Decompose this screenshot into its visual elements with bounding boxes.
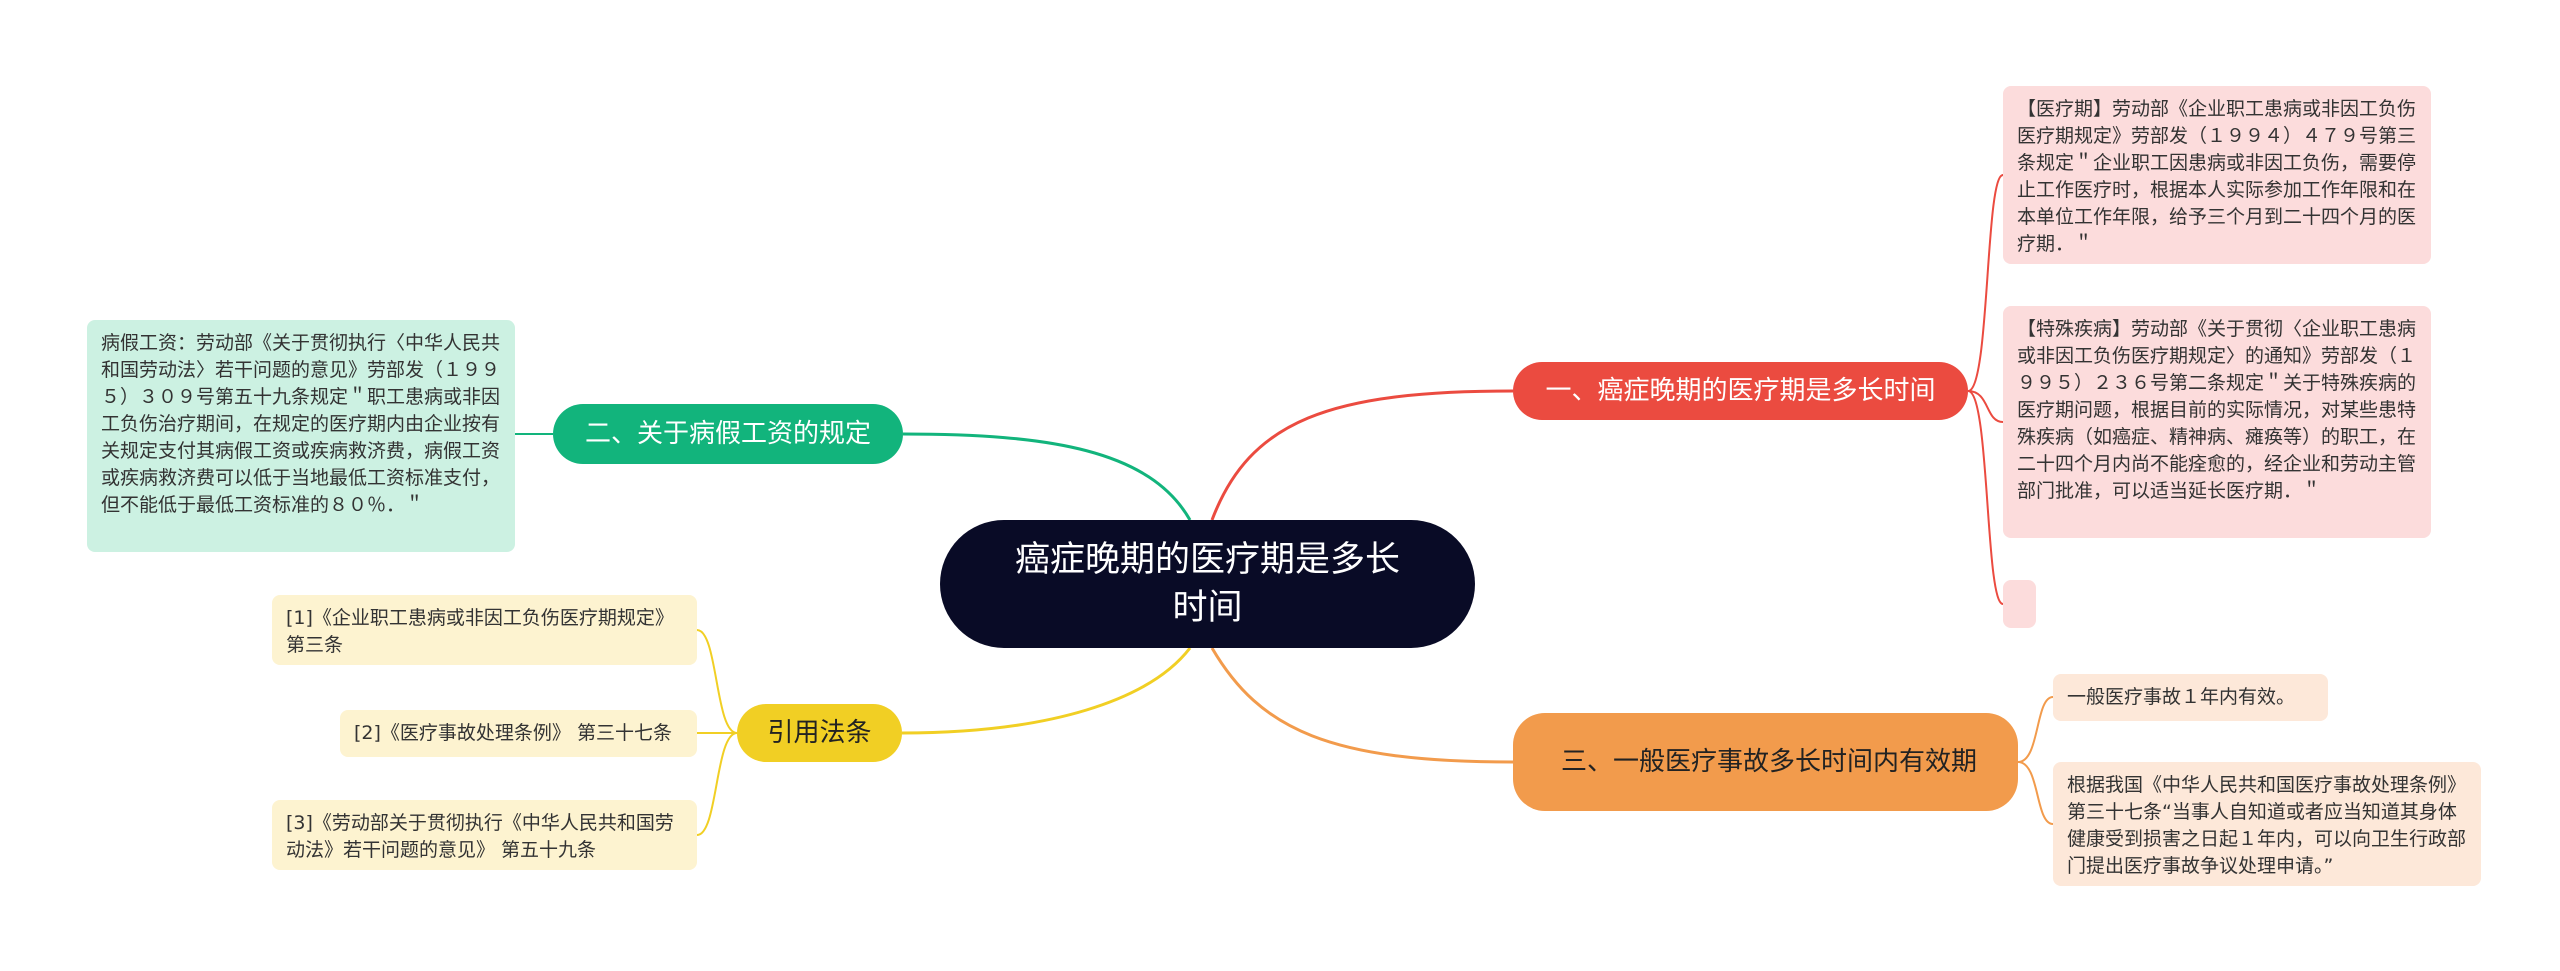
link-branch3-leaf1 <box>2017 696 2054 763</box>
link-branch1-leaf2 <box>1967 390 2004 423</box>
branch-medical-period[interactable]: 一、癌症晚期的医疗期是多长时间 <box>1513 362 1968 420</box>
link-branch1-leaf3 <box>1967 390 2004 605</box>
link-root-branch2 <box>902 432 1192 521</box>
root-topic[interactable]: 癌症晚期的医疗期是多长时间 <box>940 520 1475 648</box>
link-branch3-leaf2 <box>2017 761 2054 825</box>
leaf-citation-2[interactable]: [2]《医疗事故处理条例》 第三十七条 <box>340 710 697 757</box>
branch-sick-pay[interactable]: 二、关于病假工资的规定 <box>553 404 903 464</box>
leaf-citation-3[interactable]: [3]《劳动部关于贯彻执行《中华人民共和国劳动法》若干问题的意见》 第五十九条 <box>272 800 697 870</box>
branch-label: 一、癌症晚期的医疗期是多长时间 <box>1545 376 1936 406</box>
link-branch4-leaf3 <box>696 732 738 836</box>
branch-label: 三、一般医疗事故多长时间内有效期 <box>1561 747 1978 777</box>
leaf-citation-1[interactable]: [1]《企业职工患病或非因工负伤医疗期规定》 第三条 <box>272 595 697 665</box>
leaf-empty[interactable] <box>2003 580 2036 628</box>
link-branch1-leaf1 <box>1967 174 2004 392</box>
leaf-accident-validity[interactable]: 一般医疗事故１年内有效。 <box>2053 674 2328 721</box>
root-topic-label: 癌症晚期的医疗期是多长时间 <box>1014 540 1400 628</box>
leaf-medical-period-rule[interactable]: 【医疗期】劳动部《企业职工患病或非因工负伤医疗期规定》劳部发（１９９４）４７９号… <box>2003 86 2431 264</box>
link-root-branch4 <box>901 647 1192 735</box>
leaf-accident-regulation[interactable]: 根据我国《中华人民共和国医疗事故处理条例》第三十七条“当事人自知道或者应当知道其… <box>2053 762 2481 886</box>
branch-label: 引用法条 <box>767 718 872 748</box>
branch-medical-accident[interactable]: 三、一般医疗事故多长时间内有效期 <box>1513 713 2018 811</box>
branch-label: 二、关于病假工资的规定 <box>584 419 871 449</box>
link-root-branch1 <box>1210 389 1514 521</box>
link-branch4-leaf1 <box>696 629 738 734</box>
branch-cited-laws[interactable]: 引用法条 <box>737 704 902 762</box>
leaf-special-disease-rule[interactable]: 【特殊疾病】劳动部《关于贯彻〈企业职工患病或非因工负伤医疗期规定〉的通知》劳部发… <box>2003 306 2431 538</box>
leaf-sick-pay-rule[interactable]: 病假工资：劳动部《关于贯彻执行〈中华人民共和国劳动法〉若干问题的意见》劳部发（１… <box>87 320 515 552</box>
link-root-branch3 <box>1210 647 1514 764</box>
